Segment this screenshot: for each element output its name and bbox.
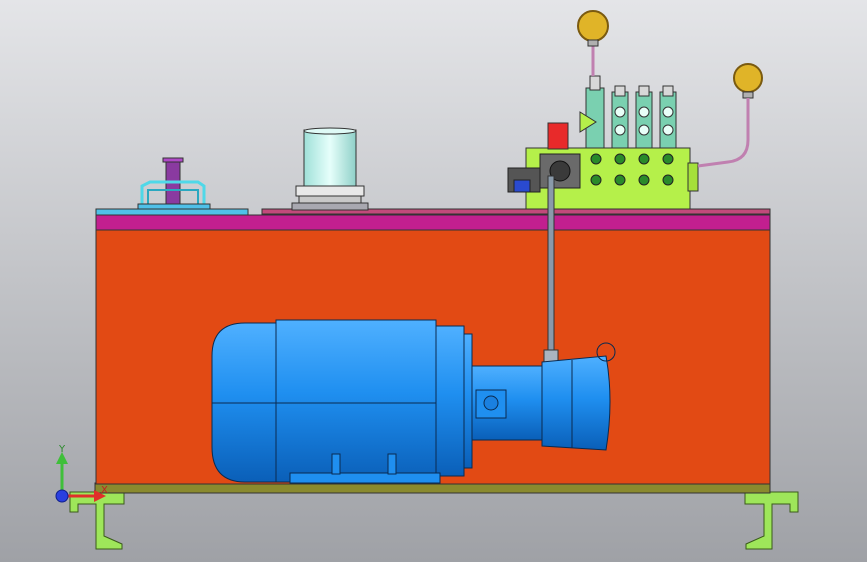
right-foot [744,491,799,550]
pressure-gauge-right [697,63,763,168]
motor-foot [289,472,441,484]
pump-flange [541,355,611,451]
air-breather [137,157,211,210]
coordinate-triad: Y X [55,444,108,503]
pressure-pipe [543,175,559,363]
cartridge-valves [579,75,677,149]
tank-top-band [95,214,771,231]
y-axis-label: Y [58,444,66,455]
manifold-ports [590,153,674,186]
x-axis-label: X [101,485,108,496]
filler-cap [291,127,369,211]
tank-lid-right [261,208,771,215]
left-foot [69,491,125,550]
pressure-gauge-left [577,10,609,76]
hydraulic-pump [471,342,616,451]
tank-lid-left [95,208,249,216]
base-feet [69,491,799,550]
electric-motor [211,319,473,484]
z-axis-dot [55,489,69,503]
motor-body [275,319,437,483]
